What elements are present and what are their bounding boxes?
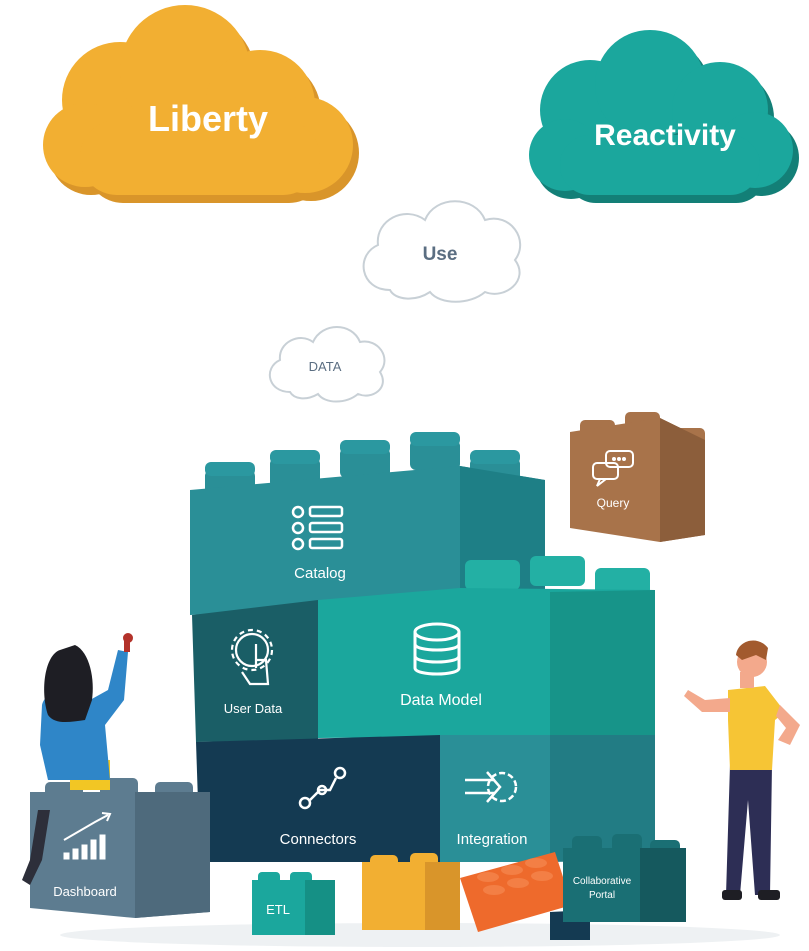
list-icon: [291, 505, 344, 551]
liberty-cloud: Liberty: [43, 5, 359, 203]
hand-gear-icon: [230, 628, 274, 686]
etl-label: ETL: [266, 902, 290, 917]
use-cloud: Use: [362, 200, 522, 303]
collaborative-label: Collaborative: [573, 876, 632, 887]
ground-shadow: [60, 923, 780, 947]
user-data-block: User Data: [192, 600, 318, 742]
integration-block: Integration: [440, 735, 655, 862]
database-icon: [413, 622, 461, 676]
integration-label: Integration: [457, 831, 528, 848]
data-model-block: Data Model: [318, 556, 655, 738]
connectors-block: Connectors: [196, 735, 440, 862]
data-cloud: DATA: [268, 326, 386, 403]
query-block: Query: [570, 412, 705, 542]
man-figure: [684, 640, 800, 900]
catalog-label: Catalog: [294, 565, 346, 582]
connector-path-icon: [298, 766, 347, 810]
etl-block: ETL: [252, 872, 335, 935]
query-label: Query: [597, 496, 630, 510]
growth-chart-icon: [63, 812, 112, 860]
connectors-label: Connectors: [280, 831, 357, 848]
yellow-block: [362, 853, 460, 930]
gear-arrow-icon: [465, 771, 518, 803]
collaborative-portal-block: Collaborative Portal: [563, 834, 686, 922]
chat-bubbles-icon: [592, 450, 634, 487]
use-label: Use: [423, 244, 458, 265]
reactivity-label: Reactivity: [594, 119, 736, 152]
data-label: DATA: [309, 359, 342, 374]
liberty-label: Liberty: [148, 98, 268, 139]
dashboard-label: Dashboard: [53, 884, 117, 899]
user-data-label: User Data: [224, 701, 283, 716]
woman-figure: [22, 633, 133, 885]
red-orange-block: [460, 852, 572, 932]
dashboard-block: Dashboard: [30, 778, 210, 918]
portal-label: Portal: [589, 890, 615, 901]
reactivity-cloud: Reactivity: [529, 30, 799, 203]
data-model-label: Data Model: [400, 692, 482, 709]
